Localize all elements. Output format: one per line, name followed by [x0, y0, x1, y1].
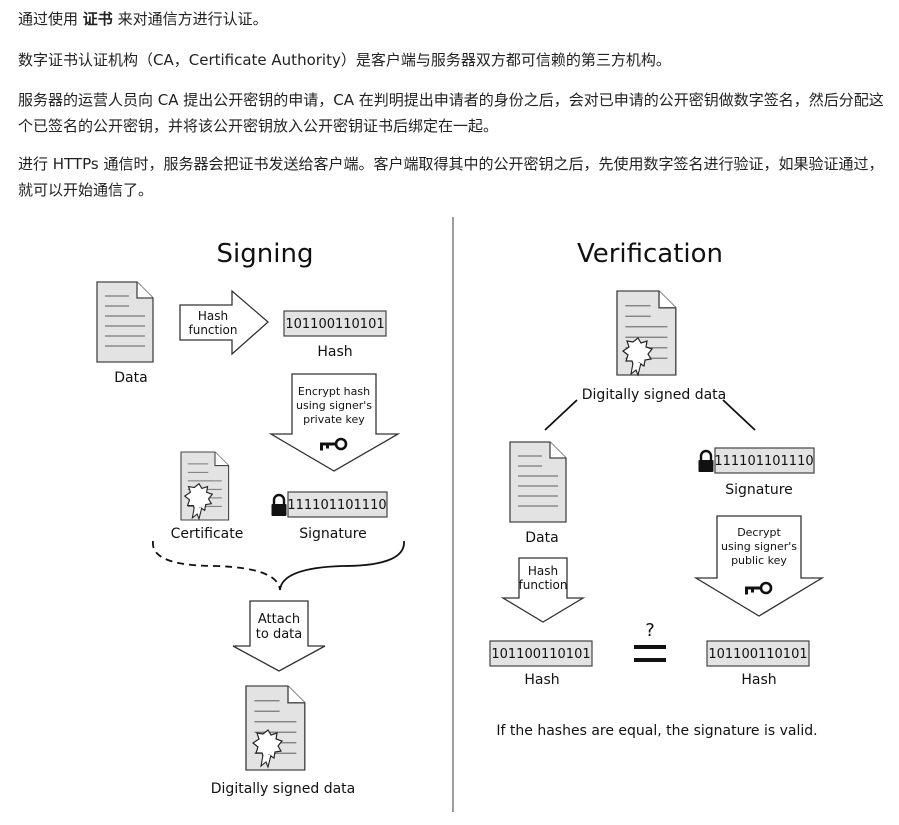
signing-title: Signing [217, 239, 314, 269]
split-line-left [544, 399, 578, 431]
equals-bar-bottom [634, 658, 666, 662]
signing-signature-box [287, 491, 388, 518]
attach-arrow [232, 600, 326, 672]
signing-signature-value: 111101101110 [287, 498, 386, 513]
data-document-icon [96, 281, 154, 363]
intro-paragraph-2: 数字证书认证机构（CA，Certificate Authority）是客户端与服… [18, 51, 671, 69]
verification-hash-box-left [489, 640, 593, 667]
verification-signed-data-icon [616, 290, 677, 376]
signing-data-label: Data [114, 370, 147, 386]
signing-hash-box [283, 310, 387, 337]
signing-hash-function-line1: Hash [198, 309, 228, 323]
decrypt-line1: Decrypt [737, 526, 781, 539]
encrypt-line3: private key [303, 413, 365, 426]
verification-hash-label-left: Hash [524, 672, 559, 688]
hash-function-arrow [179, 289, 269, 356]
intro-paragraph-1: 通过使用 证书 来对通信方进行认证。 [18, 6, 896, 32]
verification-title: Verification [577, 239, 723, 269]
intro-paragraph-4: 进行 HTTPs 通信时，服务器会把证书发送给客户端。客户端取得其中的公开密钥之… [18, 155, 884, 199]
signed-data-document-icon [245, 685, 306, 771]
signature-brace [279, 540, 405, 591]
certificate-label: Certificate [171, 526, 244, 542]
split-line-right [722, 399, 756, 431]
verification-hash-function-line1: Hash [528, 564, 558, 578]
intro-p1-bold: 证书 [82, 10, 113, 28]
verification-hash-value-left: 101100110101 [491, 647, 590, 662]
verification-conclusion: If the hashes are equal, the signature i… [496, 723, 817, 739]
encrypt-line2: using signer's [296, 399, 372, 412]
question-mark: ? [645, 620, 655, 641]
encrypt-arrow [268, 373, 401, 472]
signing-signature-label: Signature [299, 526, 367, 542]
signing-signed-data-label: Digitally signed data [211, 781, 355, 797]
verification-hash-label-right: Hash [741, 672, 776, 688]
verification-hash-box-right [706, 640, 810, 667]
verification-data-label: Data [525, 530, 558, 546]
decrypt-line3: public key [731, 554, 787, 567]
attach-line1: Attach [258, 612, 300, 627]
signature-lock-icon [270, 493, 288, 518]
intro-p1-suffix: 来对通信方进行认证。 [117, 10, 268, 28]
decrypt-line2: using signer's [721, 540, 797, 553]
decrypt-arrow [693, 515, 825, 617]
verification-signature-label: Signature [725, 482, 793, 498]
attach-line2: to data [256, 627, 302, 642]
verification-hash-function-line2: function [518, 578, 567, 592]
verification-signed-data-label: Digitally signed data [582, 387, 726, 403]
signing-hash-function-line2: function [188, 323, 237, 337]
verification-hash-function-arrow [500, 557, 586, 623]
certificate-brace [152, 540, 281, 591]
verification-hash-value-right: 101100110101 [708, 647, 807, 662]
equals-bar-top [634, 645, 666, 649]
verification-signature-value: 111101101110 [714, 454, 813, 469]
verification-data-icon [509, 441, 567, 523]
encrypt-line1: Encrypt hash [298, 385, 370, 398]
intro-p1-prefix: 通过使用 [18, 10, 79, 28]
signing-hash-value: 101100110101 [285, 317, 384, 332]
intro-paragraph-3: 服务器的运营人员向 CA 提出公开密钥的申请，CA 在判明提出申请者的身份之后，… [18, 91, 884, 135]
verification-signature-box [714, 447, 815, 474]
verification-lock-icon [697, 449, 715, 474]
signing-hash-label: Hash [317, 344, 352, 360]
